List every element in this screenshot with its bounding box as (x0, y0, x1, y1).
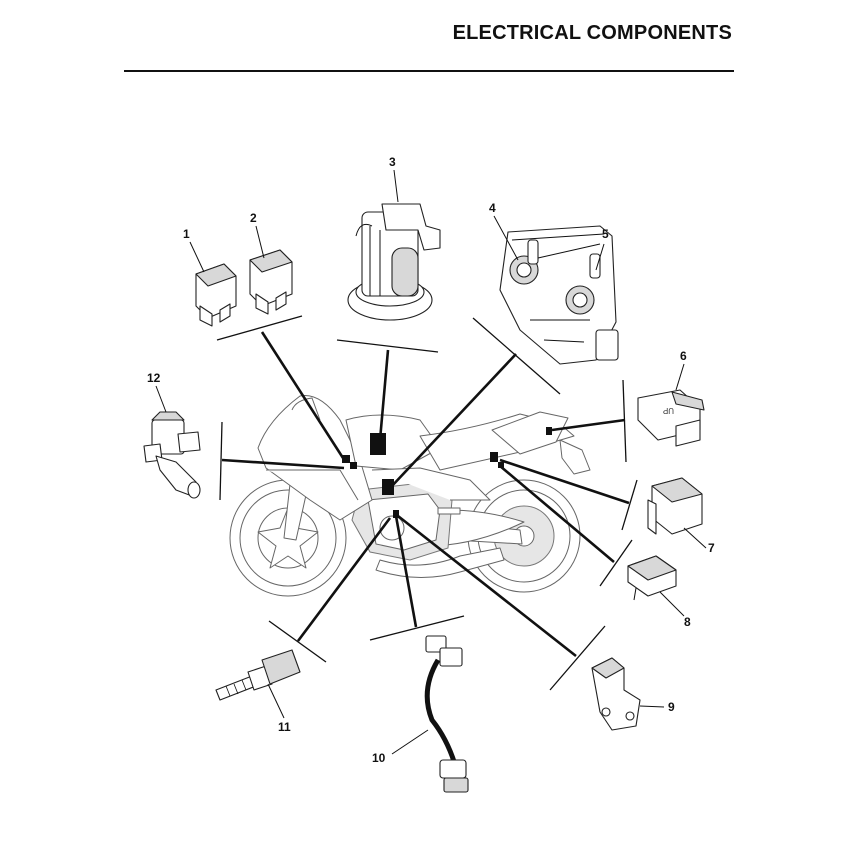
component-4-throttle-body-icon (499, 225, 619, 365)
motorcycle-illustration (229, 395, 591, 597)
callout-1: 1 (183, 227, 190, 241)
callout-8: 8 (684, 615, 691, 629)
component-11-temperature-sensor-icon (215, 649, 301, 701)
component-10-wire-harness-icon (424, 635, 469, 793)
component-7-relay-icon (647, 477, 703, 535)
page-title: ELECTRICAL COMPONENTS (452, 22, 732, 44)
callout-4: 4 (489, 201, 496, 215)
callout-10: 10 (372, 751, 386, 765)
component-9-crank-sensor-icon (591, 657, 641, 731)
callout-7: 7 (708, 541, 715, 555)
component-8-flasher-relay-icon (627, 555, 677, 601)
callout-6: 6 (680, 349, 687, 363)
component-1-relay-icon (195, 263, 237, 327)
callout-5: 5 (602, 227, 609, 241)
svg-text:UP: UP (663, 406, 674, 415)
component-5-injector-icon (527, 239, 601, 279)
callout-11: 11 (278, 720, 291, 734)
callout-9: 9 (668, 700, 675, 714)
callout-12: 12 (147, 371, 161, 385)
component-3-fuel-pump-icon (347, 203, 441, 321)
component-12-air-induction-valve-icon (143, 411, 201, 499)
callout-2: 2 (250, 211, 257, 225)
component-2-relay-icon (249, 249, 293, 315)
callout-3: 3 (389, 155, 396, 169)
component-6-relay-unit-icon: UP (637, 389, 705, 447)
callout-numbers: 1 2 3 4 5 6 7 8 9 10 11 12 (147, 155, 715, 765)
leader-lines (216, 315, 638, 691)
title-divider (124, 70, 734, 72)
